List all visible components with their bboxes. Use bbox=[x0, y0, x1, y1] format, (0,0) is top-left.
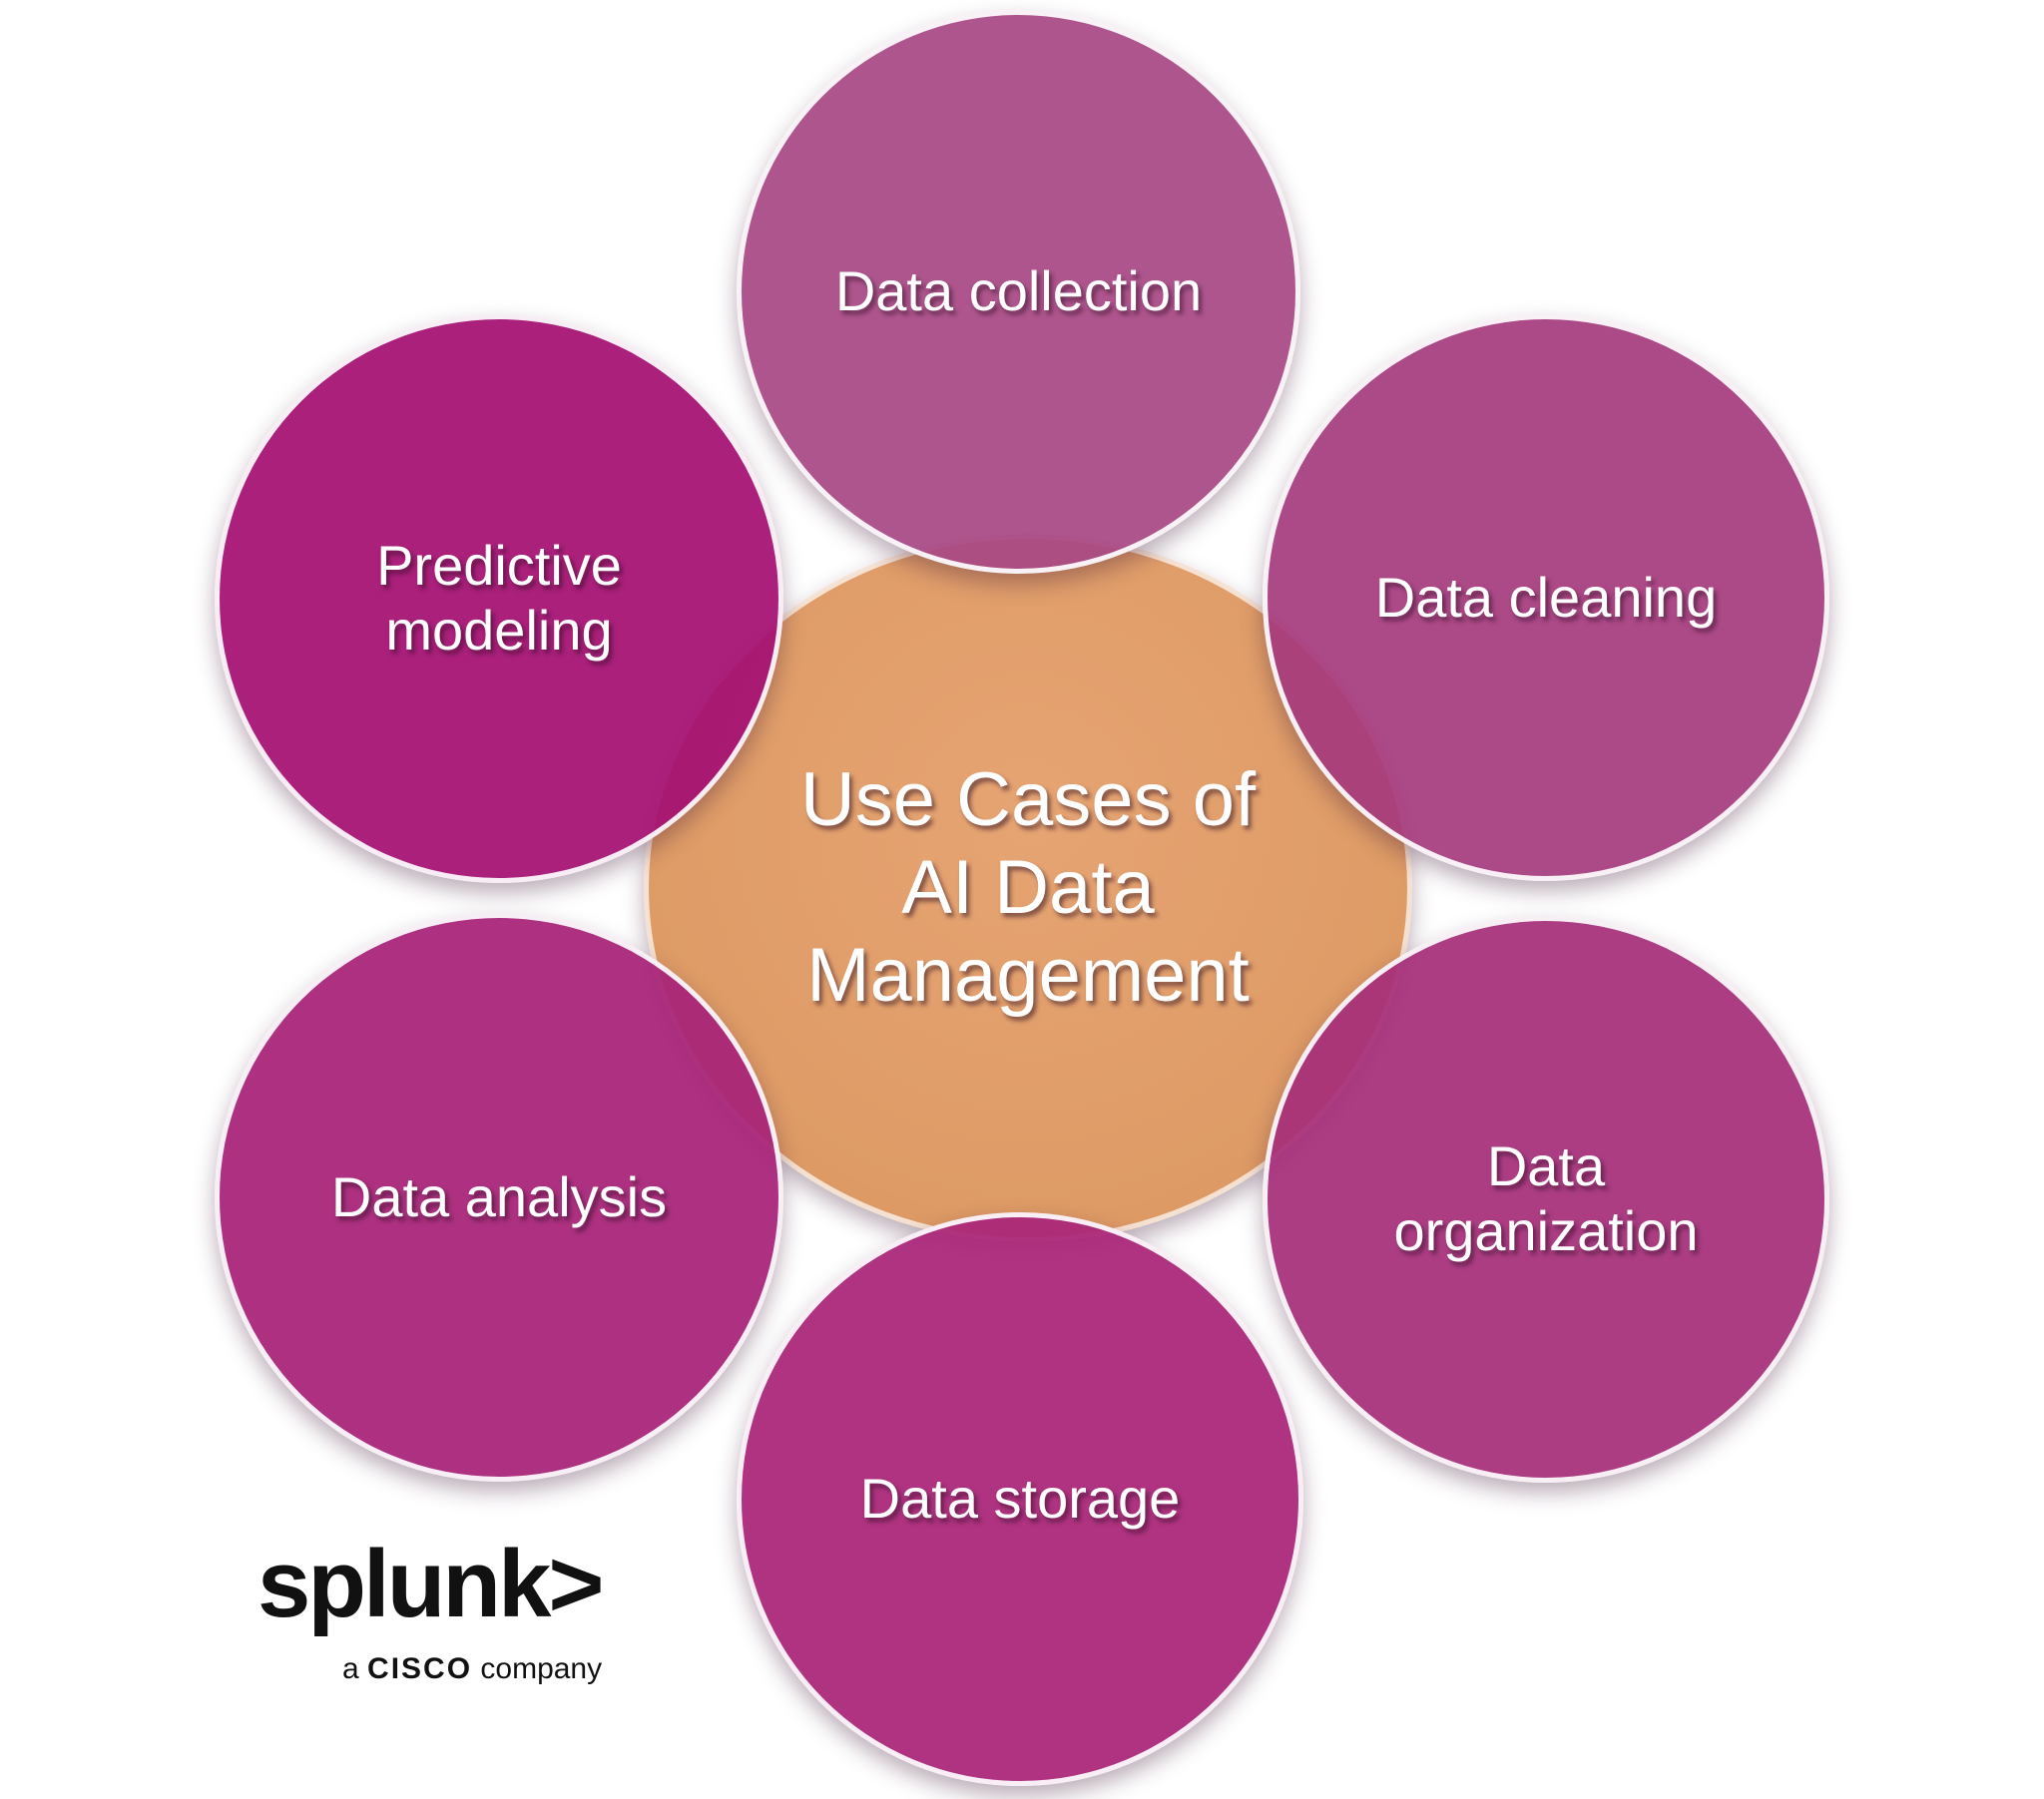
node-data-analysis: Data analysis bbox=[215, 913, 783, 1482]
node-label: Data organization bbox=[1393, 1134, 1699, 1262]
node-data-storage: Data storage bbox=[737, 1212, 1303, 1786]
node-data-cleaning: Data cleaning bbox=[1263, 314, 1829, 881]
node-label: Data analysis bbox=[330, 1164, 668, 1228]
splunk-logo: splunk> a CISCO company bbox=[257, 1537, 637, 1686]
tagline-company: CISCO bbox=[367, 1652, 473, 1685]
tagline-prefix: a bbox=[342, 1652, 359, 1685]
node-predictive-modeling: Predictive modeling bbox=[215, 314, 783, 883]
logo-brand: splunk> bbox=[257, 1531, 604, 1637]
node-label: Data collection bbox=[834, 259, 1203, 323]
node-label: Data storage bbox=[859, 1467, 1181, 1531]
logo-tagline: a CISCO company bbox=[342, 1654, 602, 1684]
node-label: Predictive modeling bbox=[376, 534, 622, 662]
node-data-collection: Data collection bbox=[737, 10, 1300, 574]
node-label: Data cleaning bbox=[1374, 565, 1718, 629]
tagline-suffix: company bbox=[480, 1652, 603, 1685]
center-label: Use Cases of AI Data Management bbox=[799, 756, 1257, 1019]
node-data-organization: Data organization bbox=[1263, 916, 1829, 1483]
